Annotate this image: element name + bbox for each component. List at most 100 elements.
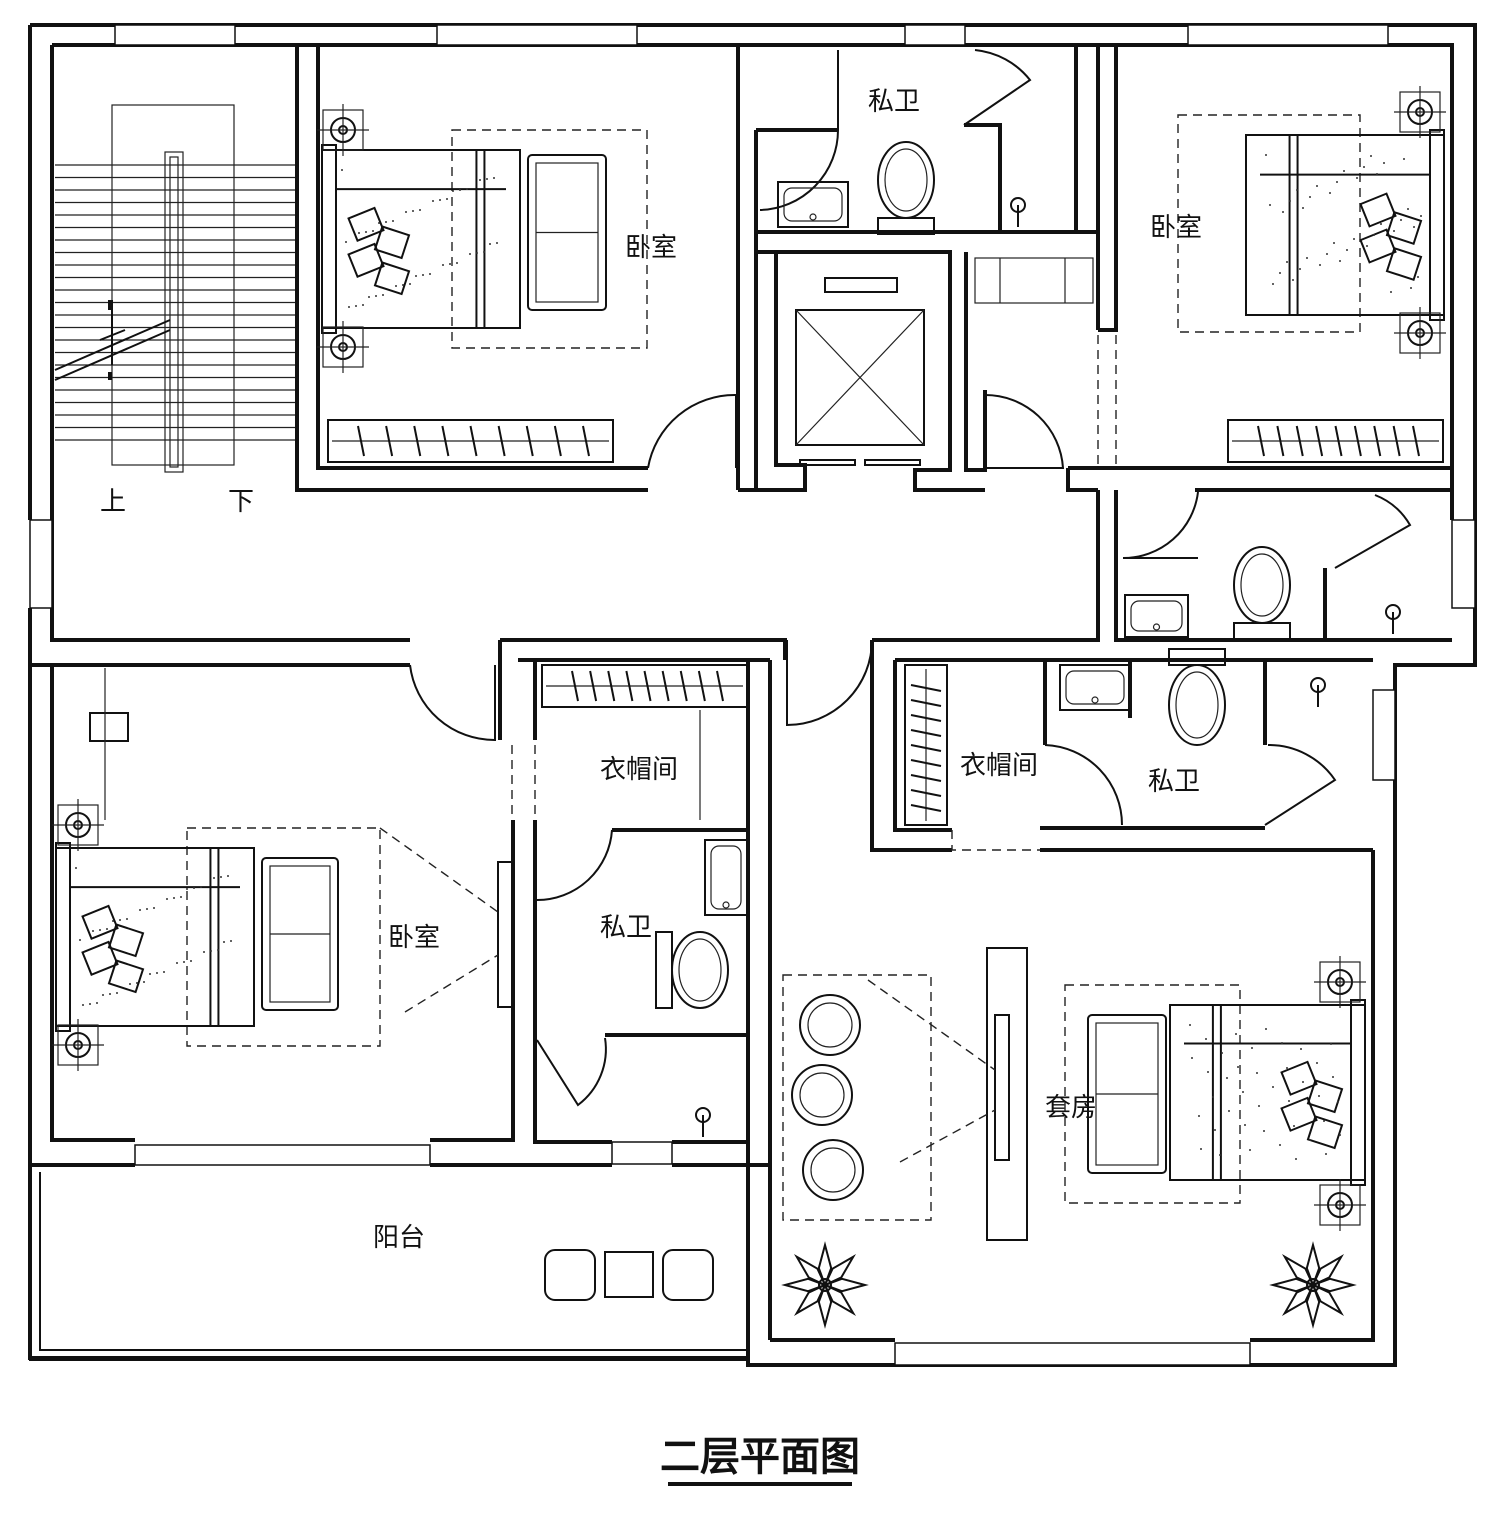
- hanger: [1373, 425, 1382, 457]
- hanger: [469, 425, 478, 457]
- texture-dot: [1366, 245, 1368, 247]
- texture-dot: [469, 253, 471, 255]
- texture-dot: [126, 918, 128, 920]
- drain: [1091, 696, 1099, 704]
- tv-cabinet: [986, 947, 1028, 1241]
- door-swing: [759, 129, 839, 211]
- basin-counter: [1059, 664, 1131, 711]
- bed-frame: [55, 847, 255, 1027]
- texture-dot: [1272, 283, 1274, 285]
- texture-dot: [1293, 1125, 1295, 1127]
- texture-dot: [112, 920, 114, 922]
- hanger: [357, 425, 365, 457]
- shower-drain-icon: [1010, 197, 1026, 227]
- chair-outline: [791, 1064, 853, 1126]
- texture-dot: [1265, 1028, 1267, 1030]
- texture-dot: [153, 907, 155, 909]
- hanger: [1334, 425, 1343, 457]
- texture-dot: [1363, 166, 1365, 168]
- texture-dot: [446, 198, 448, 200]
- shower-drain-icon: [695, 1107, 711, 1137]
- wardrobe: [904, 664, 948, 826]
- pillow: [1306, 1079, 1344, 1114]
- texture-dot: [75, 867, 77, 869]
- texture-dot: [1413, 226, 1415, 228]
- hanger: [910, 699, 942, 707]
- toilet-icon: [1168, 648, 1226, 746]
- texture-dot: [1191, 1057, 1193, 1059]
- texture-dot: [176, 962, 178, 964]
- hanger: [910, 774, 942, 782]
- door-swing: [536, 1037, 607, 1107]
- leaf: [817, 1241, 833, 1288]
- texture-dot: [1288, 1100, 1290, 1102]
- toilet-tank: [1168, 648, 1226, 666]
- tv-sightline: [404, 954, 499, 1013]
- texture-dot: [1337, 1101, 1339, 1103]
- closet-center-label: 衣帽间: [600, 755, 678, 785]
- bedroom-top-right-label: 卧室: [1150, 213, 1202, 243]
- texture-dot: [365, 231, 367, 233]
- hanger: [413, 425, 422, 457]
- chair-seat: [810, 1147, 856, 1193]
- texture-dot: [392, 220, 394, 222]
- texture-dot: [1380, 223, 1382, 225]
- texture-dot: [1189, 1024, 1191, 1026]
- leaf: [793, 1253, 828, 1288]
- toilet-tank: [877, 217, 935, 235]
- nightstand: [317, 104, 369, 156]
- bedroom-left-label: 卧室: [388, 923, 440, 953]
- texture-dot: [1376, 173, 1378, 175]
- texture-dot: [1205, 1038, 1207, 1040]
- window: [894, 1342, 1251, 1366]
- texture-dot: [1251, 1047, 1253, 1049]
- window: [29, 519, 53, 609]
- texture-dot: [1370, 155, 1372, 157]
- window: [436, 24, 638, 46]
- window: [1451, 519, 1476, 609]
- bath-top-label: 私卫: [868, 87, 920, 117]
- hanger: [589, 670, 598, 702]
- texture-dot: [1289, 200, 1291, 202]
- leaf: [822, 1282, 857, 1317]
- tv-sightline: [867, 979, 996, 1071]
- drain: [1152, 623, 1161, 631]
- headboard: [1350, 999, 1366, 1186]
- texture-dot: [1407, 208, 1409, 210]
- texture-dot: [1207, 1071, 1209, 1073]
- hanger: [910, 744, 942, 752]
- hanger: [910, 759, 942, 767]
- chair-seat: [807, 1002, 853, 1048]
- texture-dot: [415, 275, 417, 277]
- texture-dot: [422, 274, 424, 276]
- bath-center-label: 私卫: [600, 913, 652, 943]
- sofa: [1087, 1014, 1167, 1174]
- hanger: [910, 729, 942, 737]
- texture-dot: [1299, 268, 1301, 270]
- basin-icon: [1124, 594, 1189, 638]
- sofa-frame: [1087, 1014, 1167, 1174]
- texture-dot: [1339, 1134, 1341, 1136]
- plant-center: [1306, 1278, 1320, 1292]
- hanger: [679, 670, 688, 702]
- basin-bowl: [1130, 600, 1183, 632]
- room-labels: 私卫 卧室 卧室 衣帽间 衣帽间 私卫 卧室 私卫 套房 阳台: [373, 87, 1202, 1253]
- texture-dot: [1244, 1124, 1246, 1126]
- basin-icon: [704, 839, 748, 916]
- leaf: [1305, 1282, 1321, 1329]
- texture-dot: [82, 1004, 84, 1006]
- fixtures: [655, 141, 1401, 1137]
- door-swing: [1264, 743, 1337, 826]
- texture-dot: [372, 230, 374, 232]
- hanger: [582, 425, 590, 457]
- hanger: [1276, 425, 1285, 457]
- texture-dot: [193, 887, 195, 889]
- texture-dot: [139, 909, 141, 911]
- texture-dot: [1319, 264, 1321, 266]
- toilet-bowl: [1168, 664, 1226, 746]
- hanger: [910, 714, 942, 722]
- stair-up-label: 上: [100, 487, 126, 517]
- pillow: [1385, 247, 1423, 281]
- texture-dot: [109, 993, 111, 995]
- texture-dot: [358, 232, 360, 234]
